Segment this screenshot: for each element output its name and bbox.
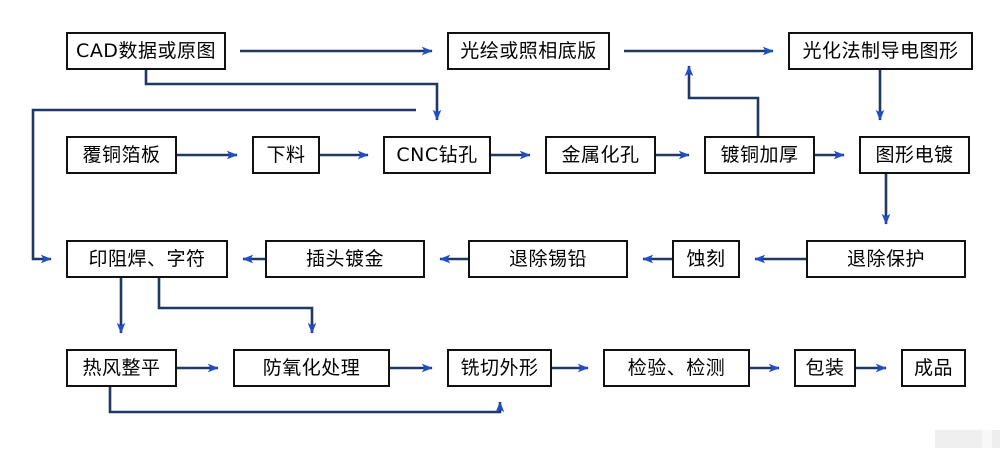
process-node-film[interactable]: 光绘或照相底版 <box>447 32 610 70</box>
process-node-label: 蚀刻 <box>686 247 726 270</box>
process-node-label: 成品 <box>913 356 953 379</box>
process-node-label: 退除锡铅 <box>508 247 587 270</box>
process-node-mill[interactable]: 铣切外形 <box>447 349 552 387</box>
process-node-stripres[interactable]: 退除保护 <box>806 240 966 278</box>
process-node-label: 金属化孔 <box>561 143 640 166</box>
process-node-label: 插头镀金 <box>305 247 384 270</box>
process-node-label: 铣切外形 <box>460 356 539 379</box>
process-node-cnc[interactable]: CNC钻孔 <box>383 136 491 174</box>
process-node-etch[interactable]: 蚀刻 <box>672 240 740 278</box>
process-node-label: 下料 <box>266 143 306 166</box>
process-node-label: 覆铜箔板 <box>82 143 161 166</box>
edge-cad-cnc <box>144 70 442 121</box>
process-node-label: 热风整平 <box>82 356 161 379</box>
watermark-block <box>935 430 1000 448</box>
edge-hasl-mill-loop <box>108 387 505 414</box>
process-node-package[interactable]: 包装 <box>794 349 856 387</box>
process-node-inspect[interactable]: 检验、检测 <box>603 349 750 387</box>
process-node-solder[interactable]: 印阻焊、字符 <box>66 240 228 278</box>
process-node-label: 图形电镀 <box>875 143 954 166</box>
process-node-striptin[interactable]: 退除锡铅 <box>468 240 628 278</box>
process-node-hasl[interactable]: 热风整平 <box>66 349 177 387</box>
process-node-goldplug[interactable]: 插头镀金 <box>265 240 425 278</box>
process-node-label: 印阻焊、字符 <box>88 247 206 270</box>
process-node-label: 退除保护 <box>846 247 925 270</box>
process-node-antiox[interactable]: 防氧化处理 <box>233 349 390 387</box>
process-node-label: CAD数据或原图 <box>76 39 216 62</box>
process-node-label: 光绘或照相底版 <box>460 39 597 62</box>
edge-solder-antiox <box>157 278 317 334</box>
process-node-label: 防氧化处理 <box>262 356 361 379</box>
process-node-label: 包装 <box>805 356 845 379</box>
process-node-label: CNC钻孔 <box>396 143 478 166</box>
process-node-clad[interactable]: 覆铜箔板 <box>66 136 177 174</box>
process-node-copper[interactable]: 镀铜加厚 <box>704 136 815 174</box>
process-node-label: 光化法制导电图形 <box>802 39 959 62</box>
process-node-cut[interactable]: 下料 <box>252 136 320 174</box>
process-node-metal[interactable]: 金属化孔 <box>545 136 656 174</box>
process-node-cad[interactable]: CAD数据或原图 <box>66 32 226 70</box>
process-node-photo[interactable]: 光化法制导电图形 <box>788 32 973 70</box>
edge-left-loop-solder <box>31 108 416 264</box>
process-node-plating[interactable]: 图形电镀 <box>859 136 970 174</box>
edge-copper-up-to-filmline <box>684 65 760 136</box>
process-node-label: 镀铜加厚 <box>720 143 799 166</box>
process-node-product[interactable]: 成品 <box>901 349 966 387</box>
process-node-label: 检验、检测 <box>627 356 726 379</box>
